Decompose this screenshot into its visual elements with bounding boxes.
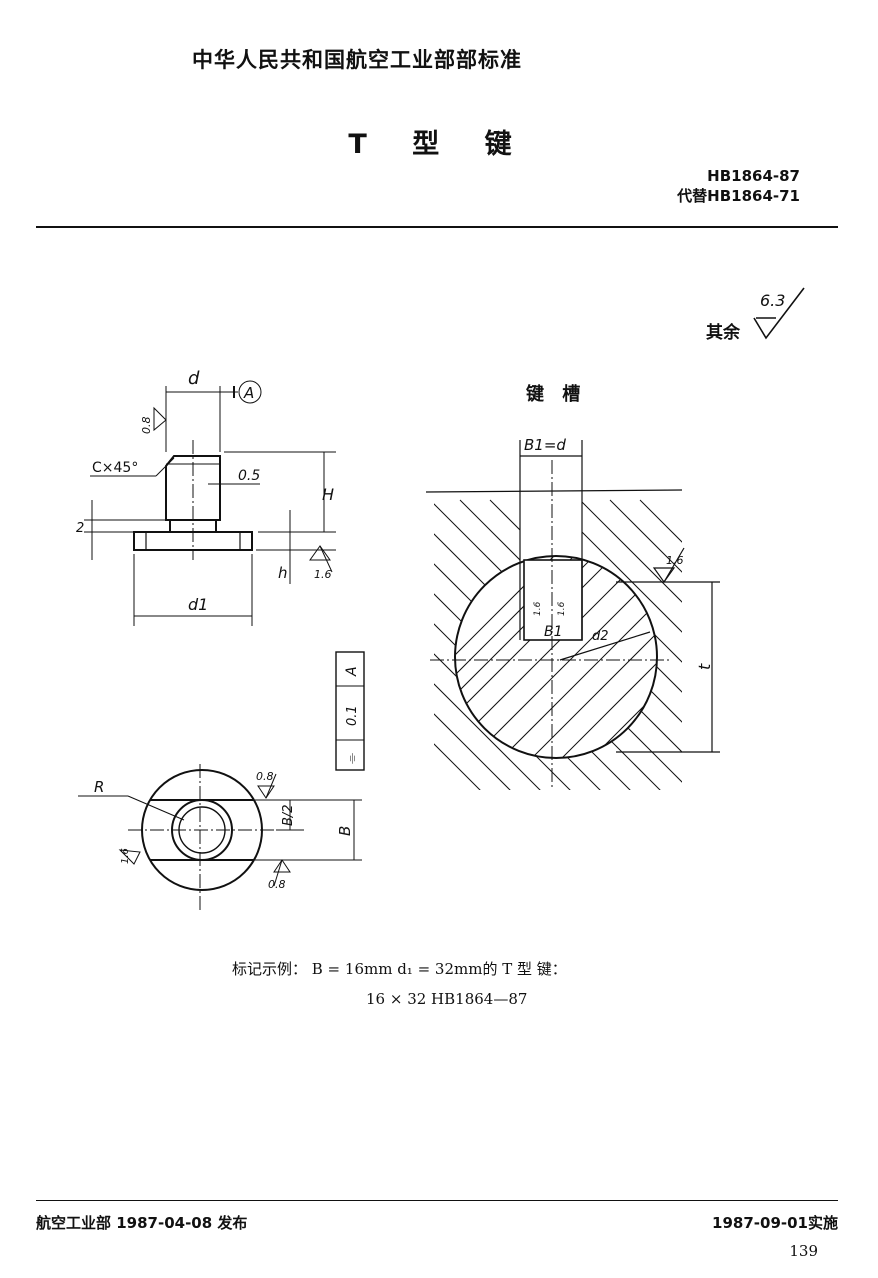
- dim-d-label: d: [188, 368, 200, 389]
- replaces-code: 代替HB1864-71: [677, 187, 800, 205]
- dim-b-half-label: B/2: [281, 804, 296, 826]
- roughness-value: 6.3: [760, 291, 785, 310]
- datum-a-label: A: [243, 384, 254, 402]
- roughness-bottom-label: 0.8: [268, 878, 286, 891]
- roughness-other-label: 其余: [706, 323, 740, 343]
- keyway-roughness-in1: 1.6: [533, 601, 543, 616]
- key-top-view: R 0.8 1.6 B/2 B 0.8: [78, 764, 362, 912]
- dim-h-upper-label: H: [322, 485, 334, 504]
- standard-title: 中华人民共和国航空工业部部标准: [192, 48, 522, 72]
- keyway-roughness-right: 1.6: [666, 554, 684, 567]
- keyway-d2-label: d2: [592, 629, 609, 644]
- tolerance-value: 0.1: [345, 705, 360, 726]
- keyway-b1-label: B1: [544, 624, 563, 640]
- dim-r-label: R: [94, 778, 104, 796]
- dim-b-label: B: [336, 826, 354, 836]
- chamfer-label: C×45°: [92, 460, 138, 476]
- roughness-side-label: 0.8: [140, 417, 153, 435]
- tolerance-symbol: ⌯: [344, 753, 360, 764]
- footer-rule: [36, 1200, 838, 1201]
- key-side-view: d A 0.8 C×45° 0.5 H 2 h 1.6 d1: [76, 368, 336, 626]
- keyway-b1-eq-d: B1=d: [524, 436, 566, 454]
- dim-2-label: 2: [76, 521, 84, 536]
- standard-code-block: HB1864-87 代替HB1864-71: [677, 166, 800, 206]
- document-title: T 型 键: [348, 129, 530, 160]
- keyway-t-label: t: [695, 663, 714, 670]
- header-rule: [36, 226, 838, 228]
- keyway-section: B1=d 1.6 1.6 1.6 B1 d2 t: [425, 436, 720, 790]
- roughness-base-label: 1.6: [314, 568, 332, 581]
- issue-date: 航空工业部 1987-04-08 发布: [36, 1214, 248, 1232]
- dim-h-lower-label: h: [278, 564, 288, 582]
- example-line-2: 16 × 32 HB1864—87: [366, 990, 528, 1008]
- keyway-title: 键 槽: [526, 384, 587, 405]
- page-number: 139: [789, 1242, 818, 1260]
- roughness-symbol: 6.3: [753, 287, 805, 340]
- standard-code: HB1864-87: [707, 167, 800, 185]
- offset-label: 0.5: [238, 468, 260, 484]
- dim-d1-label: d1: [188, 595, 208, 614]
- effective-date: 1987-09-01实施: [712, 1214, 838, 1232]
- tolerance-datum: A: [344, 666, 360, 677]
- roughness-top-label: 0.8: [256, 770, 274, 783]
- roughness-left-label: 1.6: [120, 848, 131, 864]
- tolerance-frame: A 0.1 ⌯: [335, 651, 365, 771]
- example-line-1: 标记示例： B = 16mm d₁ = 32mm的 T 型 键：: [232, 960, 567, 978]
- keyway-roughness-in2: 1.6: [557, 601, 567, 616]
